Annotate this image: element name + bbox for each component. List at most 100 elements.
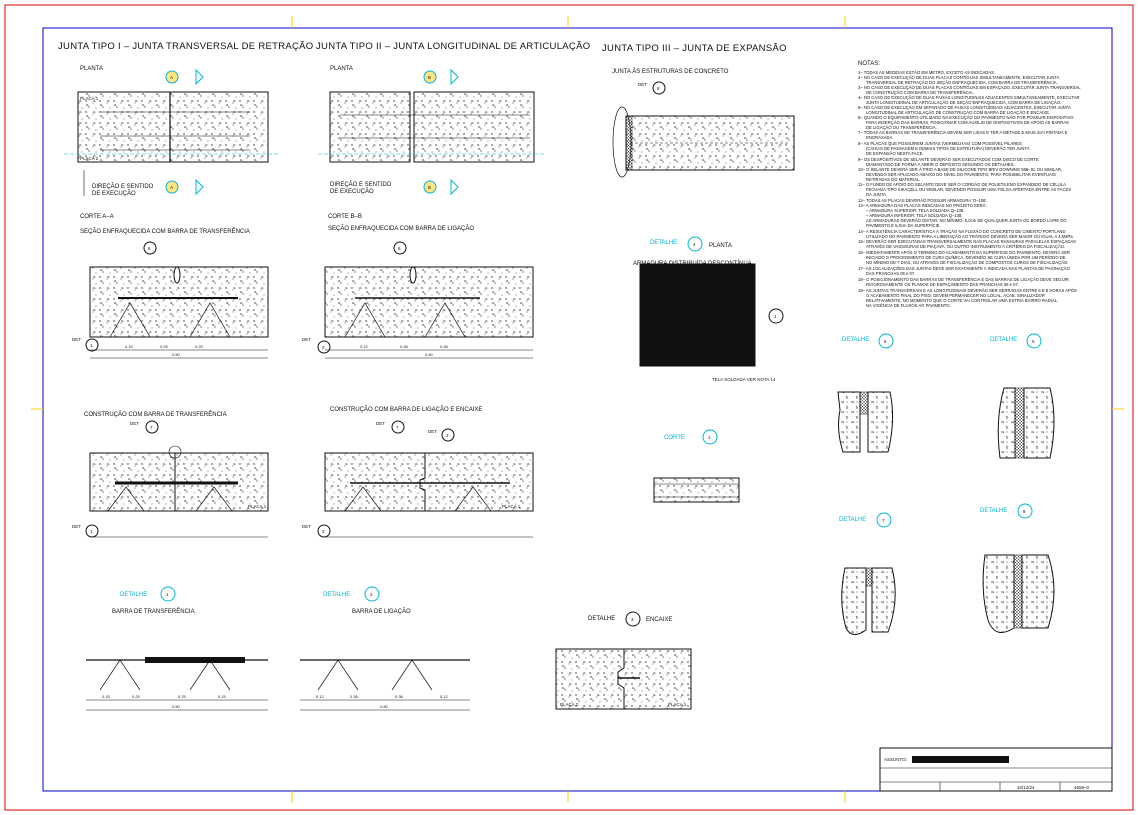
detail-3-caption: ENCAIXE (646, 617, 672, 623)
detail-1-title: DETALHE (120, 592, 147, 598)
corte-1-callout (702, 429, 718, 445)
note-line: LONGITUDINAL DE ARTICULAÇÃO DE CONSTRUÇÃ… (866, 110, 1050, 115)
dim-a-1: 0.15 (125, 344, 134, 349)
detail-5-callout (878, 333, 894, 349)
dim-a-3: 0.25 (195, 344, 204, 349)
detail-2-callout-label: 2 (370, 592, 373, 597)
plan-type-1: PLANTA PLACA 1 PLACA 2 A A DIREÇÃO E SEN… (64, 66, 280, 197)
det-label-8a: DET (638, 82, 647, 87)
title-junta-tipo-3: JUNTA TIPO III – JUNTA DE EXPANSÃO (602, 43, 787, 54)
note-line: PAVIMENTO E 5,0cm DA SUPERFÍCIE. (866, 223, 941, 228)
detail-1-caption: BARRA DE TRANSFERÊNCIA (112, 607, 195, 615)
note-line: 18– O POSICIONAMENTO DAS BARRAS DE TRANS… (858, 277, 1069, 282)
det-label-2a: DET (302, 337, 311, 342)
note-line: 16– IMEDIATAMENTE APÓS O TÉRMINO DO ACAB… (858, 250, 1070, 255)
plan-1-placa1: PLACA 1 (80, 96, 99, 101)
detail-1-callout (160, 586, 176, 602)
detail-4-planta: PLANTA (709, 243, 732, 249)
note-line: DA JUNTA. (866, 192, 887, 197)
note-line: FECHADA TIPO SIKACELL OU SIMILAR, DEVEND… (866, 187, 1071, 192)
dim-d2-5: 0.80 (380, 704, 389, 709)
detail-2-title: DETALHE (323, 592, 350, 598)
note-line: (CAIXAS DE PASSAGEM E DEMAIS TIPOS DE ES… (866, 146, 1030, 151)
det-callout-8a (652, 81, 666, 95)
dim-b-2: 0.38 (400, 344, 409, 349)
detail-6-callout-label: 6 (1032, 339, 1035, 344)
dim-a-2: 0.25 (160, 344, 169, 349)
direction-label-2a: DIREÇÃO E SENTIDO (330, 181, 392, 188)
note-line: INICIADO O PROCEDIMENTO DE CURA QUÍMICA,… (866, 255, 1066, 260)
note-line: 7– TODAS AS BARRAS DE TRANSFERÊNCIA DEVE… (858, 130, 1068, 135)
det-label-7b: DET (376, 421, 385, 426)
note-line: ATRAVÉS DE VASSOURAS DE PIAÇAVA, OU OUTR… (866, 244, 1065, 249)
note-line: 2– NO CASO DE EXECUÇÃO DE DUAS PLACAS CO… (858, 75, 1060, 80)
note-line: – ARMADURA INFERIOR: TELA SOLDADA Q–138. (866, 213, 963, 218)
detail-7: DETALHE 7 (839, 512, 896, 635)
note-line: AS ARMADURAS DEVERÃO DISTAR, NO MÍNIMO, … (866, 218, 1067, 223)
title-junta-tipo-2: JUNTA TIPO II – JUNTA LONGITUDINAL DE AR… (316, 41, 590, 52)
detail-3-title: DETALHE (588, 616, 615, 622)
note-line: 6– QUANDO O EQUIPAMENTO UTILIZADO NA EXE… (858, 115, 1074, 120)
dim-d2-1: 0.12 (316, 694, 325, 699)
junta-estr-label: JUNTA ÀS ESTRUTURAS DE CONCRETO (612, 68, 729, 75)
title-block: ASSUNTO: 10/12/24 4658–0 (879, 747, 1113, 792)
note-line: NO MÍNIMO DE 7 DIAS, OU ATRAVÉS DE FISCA… (866, 260, 1068, 265)
detail-4-plan: DETALHE 4 PLANTA ARMADURA DISTRIBUÍDA DE… (633, 236, 784, 382)
note-line: JUNTA LONGITUDINAL DE ARTICULAÇÃO DE SEÇ… (866, 100, 1061, 105)
detail-2-caption: BARRA DE LIGAÇÃO (352, 608, 411, 615)
dim-d1-2: 0.25 (132, 694, 141, 699)
detail-7-callout (876, 512, 892, 528)
note-line: 13– A ARMADURA DAS PLACAS INDICADAS NO P… (858, 203, 987, 208)
note-line: RIGOROSAMENTE OS PLANOS DE ESPAÇAMENTO D… (866, 282, 1019, 287)
det-callout-2b (317, 524, 331, 538)
det-callout-1b-label: 1 (90, 529, 93, 534)
note-line: 9– OS DESPOSITIVOS DE SELANTE DEVERÃO SE… (858, 157, 1039, 162)
detail-7-title: DETALHE (839, 517, 866, 523)
det-callout-7b (391, 420, 405, 434)
detail-3-placa1: PLACA 1 (668, 702, 687, 707)
section-b-b: 6 2 DET 0.12 0.38 0.38 0.80 (302, 241, 534, 359)
section-marker-b-bottom-label: B (428, 185, 431, 190)
dim-d2-4: 0.12 (440, 694, 449, 699)
notes-title: NOTAS: (858, 61, 880, 67)
note-line: TRANSVERSAL DE RETRAÇÃO DO SEÇÃO ENFRAQU… (866, 80, 1058, 85)
det-label-3a: DET (428, 429, 437, 434)
dim-d1-5: 0.50 (172, 704, 181, 709)
detail-3-callout-label: 3 (631, 617, 634, 622)
dim-d2-2: 0.38 (350, 694, 359, 699)
note-line: 1– TODAS AS MEDIDAS ESTÃO EM METRO, EXCE… (858, 70, 995, 75)
note-line: DE EXPANSÃO NESTA FACE. (866, 151, 924, 156)
notes-block: NOTAS: 1– TODAS AS MEDIDAS ESTÃO EM METR… (858, 61, 1081, 308)
detail-6-title: DETALHE (990, 337, 1017, 343)
det-callout-6b-label: 6 (398, 246, 401, 251)
detail-6-callout (1026, 333, 1042, 349)
section-marker-a-top-label: A (170, 75, 173, 80)
dim-b-4: 0.80 (425, 352, 434, 357)
note-line: DE CONSTRUÇÃO COM BARRA DE TRANSFERÊNCIA… (866, 90, 974, 95)
section-marker-b-top-label: B (428, 75, 431, 80)
detail-3-callout (625, 611, 641, 627)
section-marker-a-top (165, 70, 179, 84)
det-callout-2a-label: 2 (322, 345, 325, 350)
det-label-1b: DET (72, 524, 81, 529)
note-line: NA VIGÊNCIA DE FLUXOS AO PAVIMENTO. (866, 303, 951, 308)
det-callout-1c-label: 1 (774, 314, 777, 319)
dim-b-3: 0.38 (440, 344, 449, 349)
note-line: DE LIGAÇÃO OU TRANSFERÊNCIA. (866, 125, 937, 130)
detail-5: DETALHE 5 (837, 333, 894, 453)
constr-lig-label: CONSTRUÇÃO COM BARRA DE LIGAÇÃO E ENCAIX… (330, 406, 482, 413)
detail-5-callout-label: 5 (884, 339, 887, 344)
note-line: DAS PRANCHAS 06 e 07. (866, 271, 915, 276)
note-line: 15– DEVERÃO SER EXECUTADAS TRANSVERSALME… (858, 239, 1076, 244)
note-line: 12– TODAS AS PLACAS DEVERÃO POSSUIR ARMA… (858, 198, 987, 203)
title-block-assunto: ASSUNTO: (884, 757, 907, 762)
det-callout-6a-label: 6 (148, 246, 151, 251)
frame-ticks (31, 16, 1124, 803)
direction-label-2b: DE EXECUÇÃO (330, 188, 374, 195)
note-line: 4– NO CASO DE EXECUÇÃO DE DUAS FAIXAS LO… (858, 95, 1080, 100)
det-callout-3a (441, 428, 455, 442)
corte-1-title: CORTE (664, 435, 685, 441)
det-callout-7a-label: 7 (150, 425, 153, 430)
note-line: PARA INSERÇÃO DAS BARRAS, POSICIONAR COM… (866, 120, 1069, 125)
note-line: 17– AS LOCALIZAÇÕES DAS JUNTAS DEVE SER … (858, 266, 1071, 271)
